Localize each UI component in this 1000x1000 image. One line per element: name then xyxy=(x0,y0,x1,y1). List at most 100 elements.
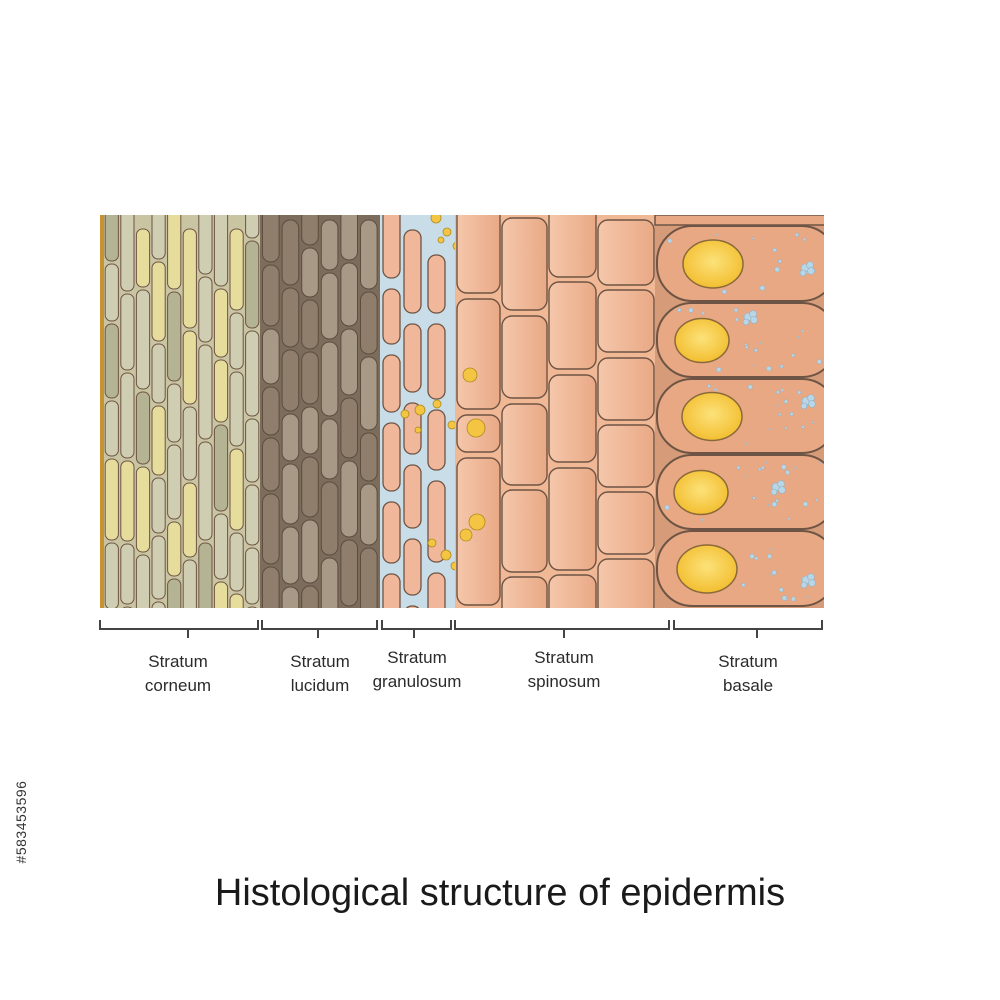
corneocyte xyxy=(198,441,213,541)
granulosum-cell xyxy=(403,538,422,596)
corneocyte xyxy=(135,554,151,608)
corneocyte xyxy=(198,276,213,343)
lucidum-cell xyxy=(301,519,319,584)
melanosome xyxy=(800,581,808,589)
melanin-granule xyxy=(769,428,772,431)
bracket-line xyxy=(99,620,259,630)
lucidum-cell xyxy=(301,215,319,246)
lucidum-cell xyxy=(320,557,339,608)
melanin-granule xyxy=(767,503,770,507)
lucidum-cell xyxy=(340,539,358,607)
melanosome xyxy=(808,400,816,408)
corneocyte xyxy=(135,228,151,288)
diagram-title: Histological structure of epidermis xyxy=(214,872,786,914)
keratohyalin-granule xyxy=(442,227,452,237)
lucidum-cell xyxy=(340,397,358,459)
granulosum-cell xyxy=(382,501,401,564)
corneocyte xyxy=(229,312,244,370)
corneocyte xyxy=(229,593,244,608)
melanin-granule xyxy=(752,496,756,500)
corneocyte xyxy=(213,215,229,287)
lucidum-cell xyxy=(360,432,378,482)
corneocyte xyxy=(120,460,135,542)
spinosum-cell xyxy=(501,315,548,399)
melanin-granule xyxy=(785,598,789,601)
melanin-granule xyxy=(780,388,785,392)
label-stratum-granulosum: Stratum granulosum xyxy=(357,646,477,694)
corneocyte xyxy=(104,542,119,608)
melanosome-cluster xyxy=(800,394,816,410)
lucidum-cell xyxy=(320,272,339,340)
spinosum-cell xyxy=(501,403,548,486)
keratohyalin-granule xyxy=(430,215,442,224)
keratohyalin-granule xyxy=(459,528,473,542)
corneocyte xyxy=(229,532,244,592)
melanin-granule xyxy=(789,412,794,417)
lucidum-cell xyxy=(301,351,319,405)
melanin-granule xyxy=(766,365,772,372)
corneocyte xyxy=(135,466,151,553)
keratohyalin-granule xyxy=(414,404,426,416)
bracket-line xyxy=(454,620,670,630)
keratohyalin-granule xyxy=(440,549,452,561)
corneocyte xyxy=(151,343,166,404)
lucidum-cell xyxy=(262,566,280,608)
corneocyte xyxy=(229,371,244,447)
granulosum-cell xyxy=(403,323,422,393)
melanin-granule xyxy=(797,335,801,339)
melanin-granule xyxy=(770,547,773,551)
keratohyalin-granule xyxy=(400,409,410,419)
stratum-spinosum-layer xyxy=(455,215,655,608)
spinosum-cell xyxy=(548,467,597,571)
melanin-granule xyxy=(816,359,822,365)
melanin-granule xyxy=(752,364,755,367)
bracket-corneum xyxy=(99,620,259,638)
melanin-granule xyxy=(747,384,753,390)
lucidum-cell xyxy=(301,585,319,608)
granulosum-cell xyxy=(403,464,422,529)
melanosome xyxy=(778,486,786,494)
granulosum-cell xyxy=(427,480,446,563)
lucidum-cell xyxy=(301,247,319,298)
corneocyte xyxy=(245,240,260,329)
corneocyte xyxy=(104,263,119,322)
melanosome-cluster xyxy=(799,261,815,277)
melanin-granule xyxy=(778,412,782,416)
lucidum-cell xyxy=(262,386,280,436)
melanin-granule xyxy=(806,595,810,598)
corneocyte xyxy=(213,581,229,608)
corneocyte xyxy=(120,372,135,459)
melanin-granule xyxy=(716,367,722,373)
label-basale-line2: basale xyxy=(722,676,774,695)
melanin-granule xyxy=(751,236,755,240)
melanosome-cluster xyxy=(770,480,786,496)
corneocyte xyxy=(167,578,182,608)
lucidum-cell xyxy=(281,287,300,348)
corneocyte xyxy=(151,215,166,260)
melanin-granule xyxy=(758,467,762,471)
melanin-granule xyxy=(765,461,768,464)
lucidum-cell xyxy=(360,219,378,290)
corneocyte xyxy=(151,601,166,608)
melanin-granule xyxy=(797,390,802,395)
stock-id-text: #583453596 xyxy=(13,780,29,864)
keratohyalin-granule xyxy=(437,236,445,244)
keratohyalin-granule xyxy=(414,426,422,434)
lucidum-cell xyxy=(281,526,300,585)
keratohyalin-granule xyxy=(468,513,486,531)
melanin-granule xyxy=(784,426,788,430)
melanin-granule xyxy=(779,364,784,369)
melanin-granule xyxy=(741,582,746,588)
melanin-granule xyxy=(794,232,799,237)
label-stratum-lucidum: Stratum lucidum xyxy=(260,650,380,698)
melanosome-cluster xyxy=(800,573,816,589)
corneocyte xyxy=(198,344,213,440)
corneocyte xyxy=(120,215,135,292)
lucidum-cell xyxy=(262,493,280,565)
granulosum-cell xyxy=(382,573,401,608)
corneocyte xyxy=(151,477,166,534)
spinosum-cell xyxy=(548,374,597,463)
corneocyte xyxy=(245,330,260,417)
melanin-granule xyxy=(744,343,748,347)
corneocyte xyxy=(213,424,229,512)
